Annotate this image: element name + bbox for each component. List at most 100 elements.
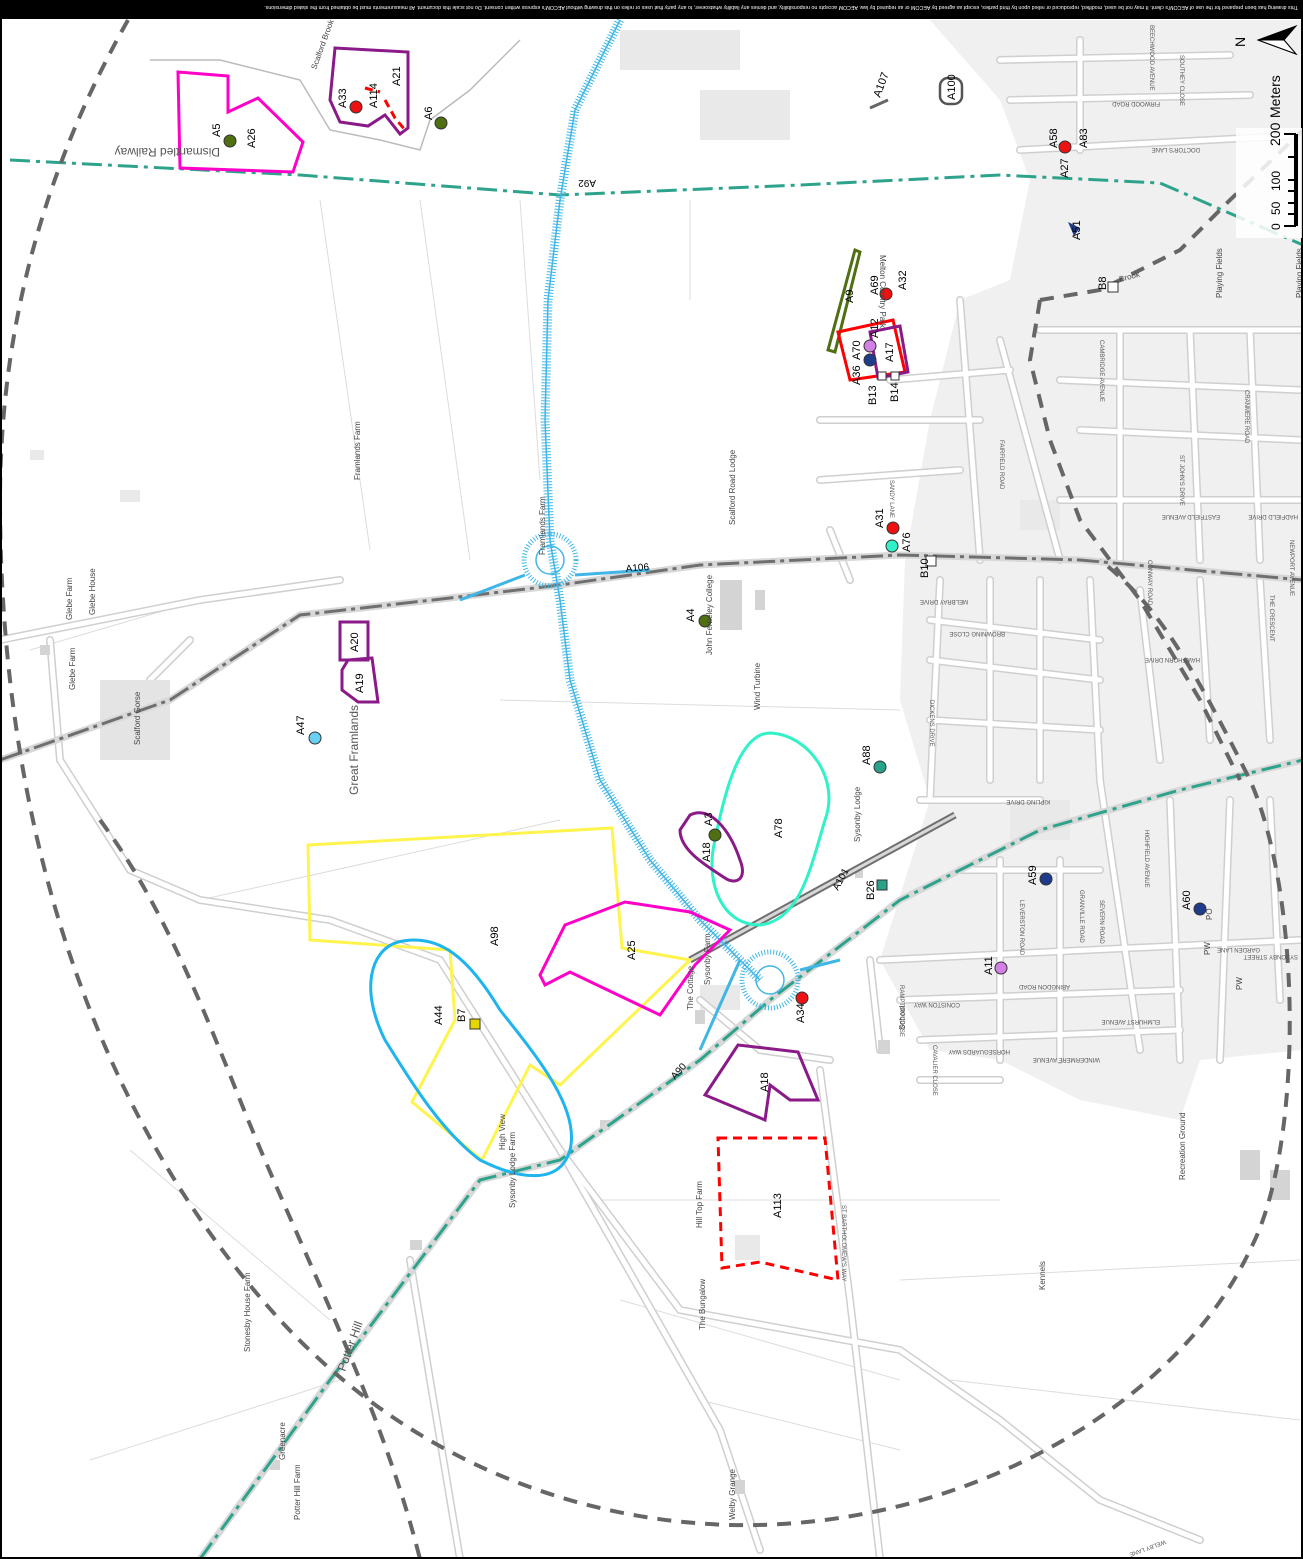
street-labels: FIRWOOD ROAD DOCTOR'S LANE BEECHWOOD AVE… — [840, 25, 1298, 1557]
field-boundaries — [29, 199, 1301, 1461]
site-b26-point — [876, 879, 888, 891]
label-a21: A21 — [391, 66, 403, 86]
scale-unit-label: Meters — [1267, 75, 1283, 118]
railway-a92-line — [9, 158, 1303, 247]
place-the-cottage: The Cottage — [686, 965, 695, 1010]
label-a33: A33 — [337, 88, 349, 108]
urban-area — [880, 20, 1303, 1120]
place-school: School — [898, 1005, 907, 1030]
label-a114: A114 — [368, 83, 380, 108]
place-scalford-road-lodge: Scalford Road Lodge — [728, 449, 737, 525]
street-grid-fill — [817, 37, 1303, 1083]
scale-tick-100: 100 — [1269, 171, 1283, 191]
road-a101-inner — [689, 813, 956, 962]
street-horseguards-way: HORSEGUARDS WAY — [948, 1048, 1010, 1054]
site-a26-polygon — [176, 70, 305, 174]
street-hawthorn-drive: HAWTHORN DRIVE — [1145, 656, 1200, 662]
label-a3: A3 — [703, 813, 715, 826]
label-a51: A51 — [1071, 220, 1083, 240]
place-john-ferneley-college: John Ferneley College — [705, 574, 714, 655]
street-beechwood-avenue: BEECHWOOD AVENUE — [1148, 25, 1154, 91]
scale-bar-ticks — [1284, 133, 1296, 227]
street-abingdon-road: ABINGDON ROAD — [1018, 983, 1070, 989]
site-a3-point — [708, 828, 722, 842]
place-greenacre: Greenacre — [278, 1422, 287, 1460]
street-cavalier-close: CAVALIER CLOSE — [931, 1045, 937, 1096]
street-kipling-drive: KIPLING DRIVE — [1006, 798, 1050, 804]
place-po: PO — [1205, 908, 1214, 920]
label-a19: A19 — [354, 673, 366, 693]
label-a31: A31 — [874, 508, 886, 528]
street-elmhurst-avenue: ELMHURST AVENUE — [1102, 1018, 1160, 1024]
feature-labels: A5 A26 A33 A114 A21 A6 A107 A100 A58 A83… — [211, 66, 1193, 1218]
site-b10-point — [925, 555, 937, 567]
place-framlands-farm-2: Framlands Farm — [538, 496, 547, 555]
street-sysonby-street: SYSONBY STREET — [1243, 953, 1298, 959]
site-a33-point — [349, 100, 363, 114]
site-b14-point — [890, 371, 900, 381]
label-a17: A17 — [884, 342, 896, 362]
label-b8: B8 — [1097, 277, 1109, 290]
label-a25: A25 — [626, 940, 638, 960]
label-a20: A20 — [349, 632, 361, 652]
site-a60-point — [1193, 902, 1207, 916]
label-a32: A32 — [897, 270, 909, 290]
place-glebe-house: Glebe House — [88, 568, 97, 615]
street-firwood-road: FIRWOOD ROAD — [1111, 100, 1160, 106]
label-a5: A5 — [211, 124, 223, 137]
site-a12-point — [863, 339, 877, 353]
label-a6: A6 — [423, 107, 435, 120]
street-granville-road: GRANVILLE ROAD — [1078, 890, 1084, 943]
label-a58: A58 — [1048, 128, 1060, 148]
label-a69: A69 — [869, 275, 881, 295]
site-a18-upper-polygon — [678, 811, 744, 883]
place-the-bungalow: The Bungalow — [698, 1279, 707, 1330]
scale-tick-50: 50 — [1269, 201, 1283, 215]
label-b26: B26 — [865, 880, 877, 900]
label-a107: A107 — [872, 71, 892, 99]
scale-bar: 0 50 100 200 Meters — [1236, 75, 1302, 238]
scalford-brook — [150, 39, 521, 151]
place-recreation-ground: Recreation Ground — [1178, 1112, 1187, 1180]
place-sysonby-farm: Sysonby Farm — [703, 933, 712, 985]
place-stonesby-house-farm: Stonesby House Farm — [243, 1272, 252, 1352]
label-a78: A78 — [773, 818, 785, 838]
rural-lanes-fill — [0, 527, 1203, 1559]
place-great-framlands: Great Framlands — [347, 705, 361, 795]
study-area-ring-3 — [1027, 299, 1242, 781]
site-a47-point — [308, 731, 322, 745]
site-a21-polygon — [328, 46, 410, 137]
site-b7-point — [469, 1018, 481, 1030]
street-melbray-drive: MELBRAY DRIVE — [920, 598, 968, 604]
label-a44: A44 — [433, 1005, 445, 1025]
site-a5-point — [223, 134, 237, 148]
label-a36: A36 — [851, 365, 863, 385]
base-map — [0, 20, 1303, 1559]
street-highfield-avenue: HIGHFIELD AVENUE — [1143, 830, 1149, 888]
label-a70: A70 — [851, 340, 863, 360]
site-a107-line — [869, 98, 889, 110]
place-potter-hill-farm: Potter Hill Farm — [293, 1464, 302, 1520]
site-a19-polygon — [340, 656, 380, 704]
label-a47: A47 — [295, 715, 307, 735]
street-the-crescent: THE CRESCENT — [1268, 595, 1274, 642]
street-severn-road: SEVERN ROAD — [1098, 900, 1104, 944]
label-a98: A98 — [489, 926, 501, 946]
site-a70-point — [863, 353, 877, 367]
place-playing-fields-1: Playing Fields — [1215, 248, 1224, 298]
railway-cyan — [459, 17, 841, 1051]
place-wind-turbine: Wind Turbine — [753, 662, 762, 710]
road-label-a106: A106 — [625, 562, 650, 575]
label-b7: B7 — [456, 1009, 468, 1022]
site-a20-polygon — [338, 620, 370, 662]
place-high-view: High View — [498, 1114, 507, 1150]
study-area-boundaries — [0, 19, 1303, 1559]
site-a100-outline — [938, 76, 964, 106]
disclaimer-bar — [0, 0, 1303, 18]
place-dismantled-railway: Dismantled Railway — [115, 145, 220, 159]
site-a11-point — [994, 961, 1008, 975]
site-a25-polygon — [538, 900, 733, 1017]
street-leverston-road: LEVERSTON ROAD — [1018, 900, 1024, 956]
street-sandy-lane: SANDY LANE — [888, 480, 894, 518]
